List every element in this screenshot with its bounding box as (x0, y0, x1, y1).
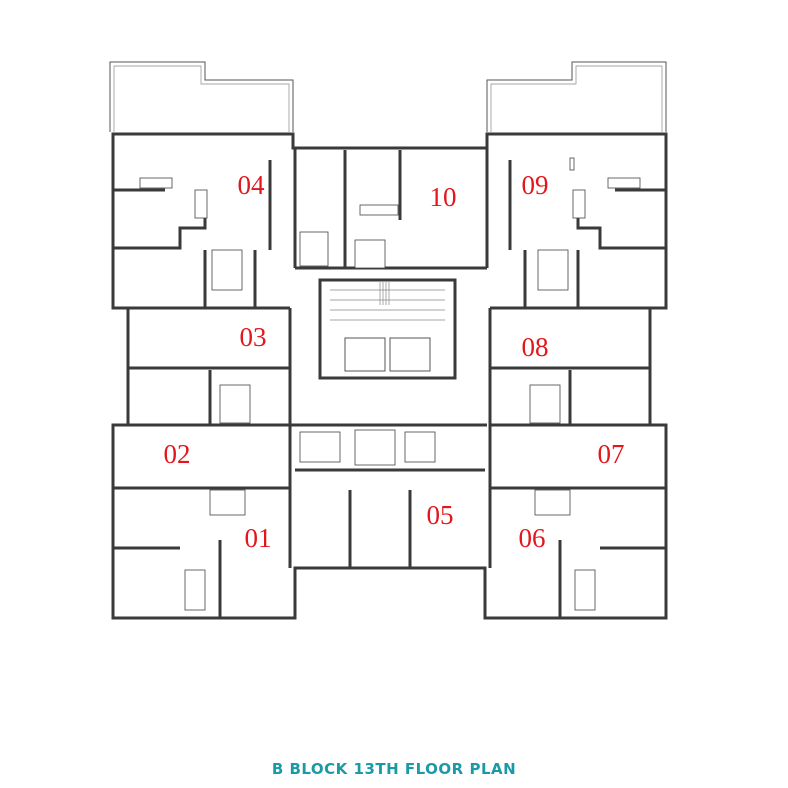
unit-label-05: 05 (427, 500, 454, 530)
unit-label-02: 02 (164, 439, 191, 469)
unit-label-08: 08 (522, 332, 549, 362)
unit-label-06: 06 (519, 523, 546, 553)
unit-label-10: 10 (430, 182, 457, 212)
unit-label-09: 09 (522, 170, 549, 200)
walls-right-wing (485, 148, 666, 618)
terrace-left (109, 61, 294, 132)
unit-label-07: 07 (598, 439, 625, 469)
walls-left-wing (113, 148, 297, 618)
fixtures (139, 157, 641, 611)
plan-caption: B BLOCK 13TH FLOOR PLAN (271, 760, 517, 778)
terrace-right (486, 61, 667, 132)
unit-label-04: 04 (238, 170, 266, 200)
core-walls (290, 150, 487, 568)
unit-label-03: 03 (240, 322, 267, 352)
unit-label-01: 01 (245, 523, 272, 553)
